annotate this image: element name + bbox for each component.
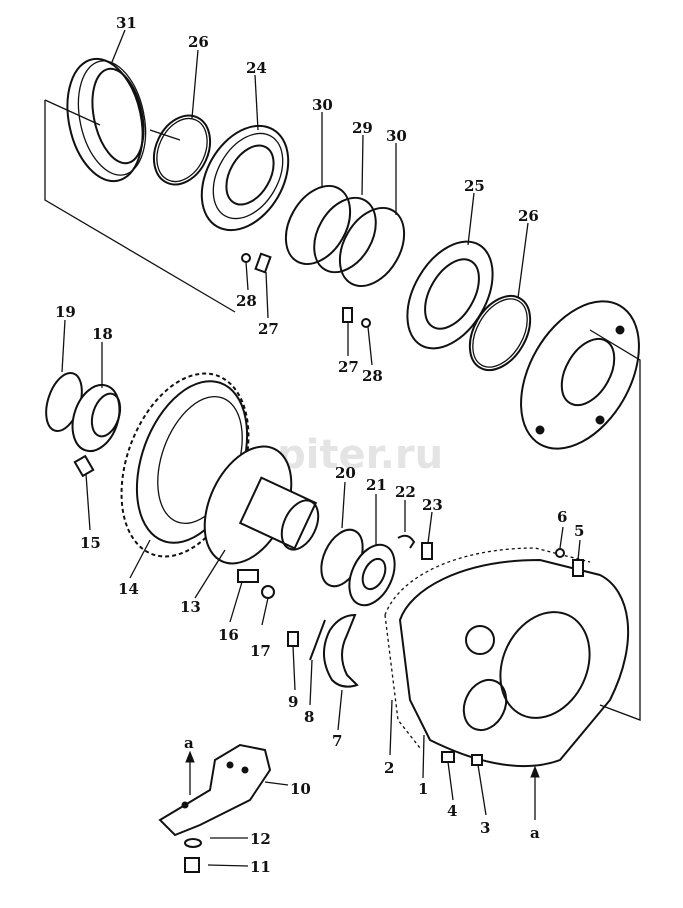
part-5-6-bolt-washer	[555, 548, 584, 577]
part-21-retainer	[348, 543, 396, 607]
callout-2: 2	[384, 759, 394, 777]
part-22-23-lock-bolt	[397, 534, 433, 560]
callout-labels: 31 26 24 30 29 30 25 26 28 27 27 28 19 1…	[55, 14, 584, 876]
callout-16: 16	[218, 626, 239, 644]
callout-1: 1	[418, 780, 428, 798]
callout-19: 19	[55, 303, 76, 321]
part-24-bearing-cage	[200, 124, 290, 232]
part-30-29-30-rings	[284, 185, 406, 287]
callout-6: 6	[557, 508, 567, 526]
callout-25: 25	[464, 177, 485, 195]
part-7-cover	[323, 613, 359, 688]
callout-4: 4	[447, 802, 457, 820]
part-18-bearing	[71, 383, 122, 453]
callout-28-mid: 28	[362, 367, 383, 385]
part-15-bolt	[73, 454, 95, 478]
part-16-17-fasteners	[237, 569, 275, 599]
part-31-seal-ring	[66, 57, 147, 183]
callout-9: 9	[288, 693, 298, 711]
callout-14: 14	[118, 580, 139, 598]
callout-31: 31	[116, 14, 137, 32]
callout-26-top: 26	[188, 33, 209, 51]
callout-a-bracket: a	[184, 734, 194, 752]
callout-18: 18	[92, 325, 113, 343]
reference-arrows	[185, 750, 540, 778]
bolt-washer-27-28-top	[241, 252, 272, 274]
callout-11: 11	[250, 858, 271, 876]
part-1-final-drive-case	[398, 558, 630, 768]
callout-a-case: a	[530, 824, 540, 842]
part-10-bracket	[158, 743, 272, 837]
bolt-washer-27-28-mid	[342, 307, 371, 328]
callout-26-right: 26	[518, 207, 539, 225]
hub-flange-housing	[520, 300, 640, 450]
part-12-washer	[184, 838, 202, 848]
callout-28-top: 28	[236, 292, 257, 310]
part-26-o-ring-top	[152, 114, 212, 186]
callout-7: 7	[332, 732, 342, 750]
leader-lines	[44, 29, 641, 867]
part-25-bearing-retainer	[406, 240, 494, 350]
part-2-gasket	[384, 547, 591, 749]
part-13-hub-shaft	[203, 445, 320, 565]
callout-27-mid: 27	[338, 358, 359, 376]
callout-30-right: 30	[386, 127, 407, 145]
callout-23: 23	[422, 496, 443, 514]
callout-30-left: 30	[312, 96, 333, 114]
callout-17: 17	[250, 642, 271, 660]
callout-20: 20	[335, 464, 356, 482]
callout-22: 22	[395, 483, 416, 501]
callout-21: 21	[366, 476, 387, 494]
callout-15: 15	[80, 534, 101, 552]
part-11-bolt	[184, 857, 200, 873]
callout-27-top: 27	[258, 320, 279, 338]
callout-8: 8	[304, 708, 314, 726]
callout-5: 5	[574, 522, 584, 540]
callout-24: 24	[246, 59, 267, 77]
callout-29: 29	[352, 119, 373, 137]
callout-13: 13	[180, 598, 201, 616]
part-26-o-ring-right	[468, 295, 532, 371]
callout-10: 10	[290, 780, 311, 798]
callout-12: 12	[250, 830, 271, 848]
callout-3: 3	[480, 819, 490, 837]
